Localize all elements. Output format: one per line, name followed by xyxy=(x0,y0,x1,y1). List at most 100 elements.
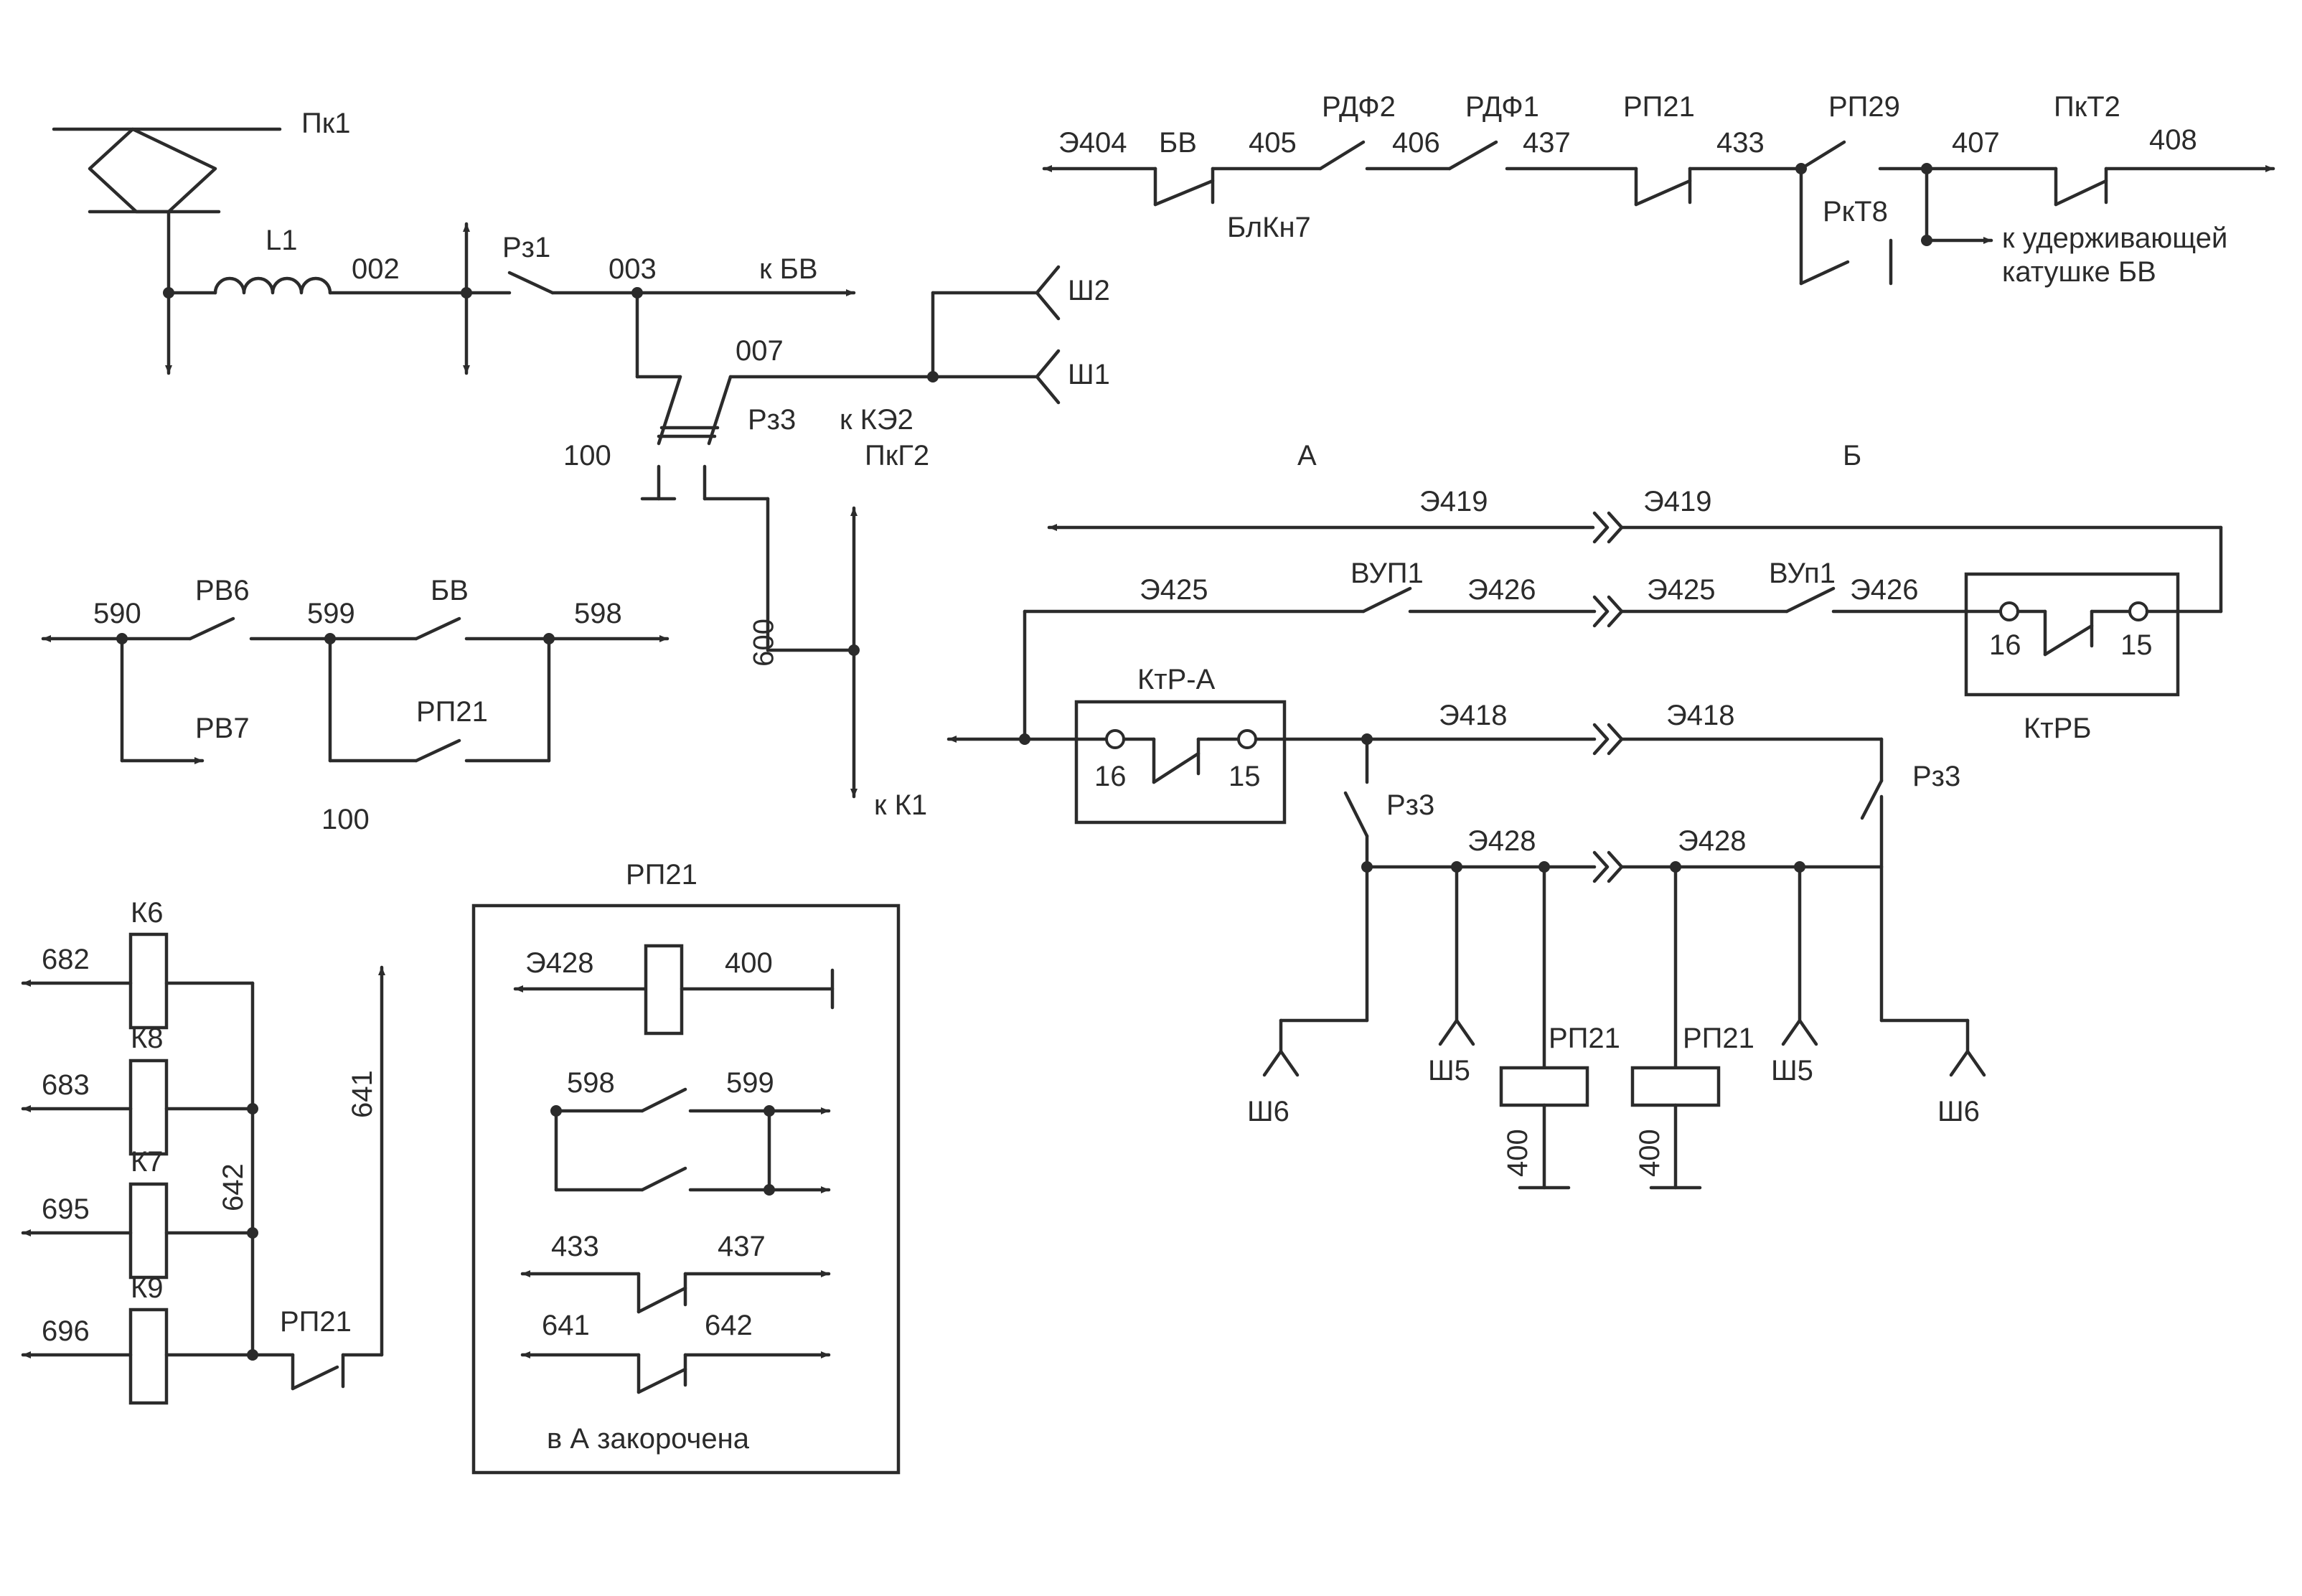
coil-k8 xyxy=(128,1058,169,1156)
label-rkt8: РкТ8 xyxy=(1823,196,1888,227)
label-k7: К7 xyxy=(131,1146,164,1178)
label-rz3-main: Рз3 xyxy=(748,404,796,436)
inductor-l1-icon xyxy=(213,276,332,295)
legend-label-437: 437 xyxy=(718,1231,766,1262)
rp21-coil-a xyxy=(1499,1066,1589,1107)
legend-label-400: 400 xyxy=(725,947,773,979)
label-ktra-15: 15 xyxy=(1228,761,1261,792)
label-641-left: 641 xyxy=(347,1070,378,1118)
label-400-a: 400 xyxy=(1502,1129,1533,1177)
label-k-k1: к К1 xyxy=(874,789,927,821)
label-sh5-a: Ш5 xyxy=(1428,1055,1470,1086)
label-rv6: РВ6 xyxy=(195,575,250,606)
label-100-top: 100 xyxy=(563,440,611,471)
label-599: 599 xyxy=(307,598,355,629)
label-blkn7: БлКн7 xyxy=(1227,212,1311,243)
rz1-contact xyxy=(507,271,555,295)
label-rz1: Рз1 xyxy=(502,232,550,263)
label-rp21-bottom: РП21 xyxy=(280,1306,352,1338)
label-pkt2: ПкТ2 xyxy=(2054,91,2120,123)
label-682: 682 xyxy=(42,944,90,975)
ktrb-block xyxy=(1964,572,2180,697)
label-k8: К8 xyxy=(131,1023,164,1054)
label-598: 598 xyxy=(574,598,622,629)
label-405: 405 xyxy=(1249,127,1297,159)
label-642-left: 642 xyxy=(217,1163,249,1211)
label-l1: L1 xyxy=(266,225,298,256)
label-003: 003 xyxy=(609,253,657,285)
label-rp21-coil-b: РП21 xyxy=(1683,1023,1754,1054)
label-vup1-b: ВУп1 xyxy=(1769,558,1836,589)
label-rp21-coil-a: РП21 xyxy=(1549,1023,1620,1054)
label-bv-mid: БВ xyxy=(431,575,469,606)
label-vup1-a: ВУП1 xyxy=(1350,558,1424,589)
label-433: 433 xyxy=(1716,127,1765,159)
label-ktrb-16: 16 xyxy=(1989,629,2021,661)
coil-k9 xyxy=(128,1308,169,1405)
contactor-coils: К6 682 К8 683 К7 695 К9 696 642 РП21 641 xyxy=(21,897,385,1405)
label-e425-a: Э425 xyxy=(1140,574,1208,606)
label-k6: К6 xyxy=(131,897,164,929)
label-k-bv: к БВ xyxy=(759,253,818,285)
label-e428-b: Э428 xyxy=(1678,825,1747,857)
label-rp21-top: РП21 xyxy=(1623,91,1695,123)
label-pk1: Пк1 xyxy=(301,108,351,139)
rz3-branch: Ш2 Ш1 007 Рз3 к КЭ2 ПкГ2 100 009 к К1 xyxy=(563,265,1110,821)
label-ktra: КтР-А xyxy=(1137,664,1216,695)
legend-label-433: 433 xyxy=(551,1231,599,1262)
label-section-b: Б xyxy=(1843,440,1861,471)
label-rp29: РП29 xyxy=(1828,91,1900,123)
label-e404: Э404 xyxy=(1058,127,1127,159)
label-k-hold-2: катушке БВ xyxy=(2002,256,2156,288)
label-k-hold-1: к удерживающей xyxy=(2002,222,2227,254)
label-k-ke2: к КЭ2 xyxy=(840,404,913,436)
legend-coil xyxy=(644,944,684,1036)
label-437: 437 xyxy=(1523,127,1571,159)
legend-label-599: 599 xyxy=(726,1067,774,1099)
coil-k7 xyxy=(128,1182,169,1280)
label-k9: К9 xyxy=(131,1272,164,1304)
label-rz3-a: Рз3 xyxy=(1386,789,1434,821)
legend-title: РП21 xyxy=(626,859,697,891)
legend-label-641: 641 xyxy=(542,1310,590,1341)
label-e418-a: Э418 xyxy=(1439,700,1508,731)
label-pkg2: ПкГ2 xyxy=(865,440,929,471)
label-rz3-b: Рз3 xyxy=(1912,761,1960,792)
label-002: 002 xyxy=(352,253,400,285)
label-sh6-b: Ш6 xyxy=(1937,1096,1980,1127)
label-e425-b: Э425 xyxy=(1647,574,1716,606)
label-695: 695 xyxy=(42,1193,90,1225)
legend-note: в А закорочена xyxy=(547,1423,750,1455)
label-sh1: Ш1 xyxy=(1068,359,1110,390)
label-e426-b: Э426 xyxy=(1850,574,1919,606)
label-406: 406 xyxy=(1392,127,1440,159)
label-sh2: Ш2 xyxy=(1068,275,1110,306)
label-rdf1: РДФ1 xyxy=(1465,91,1539,123)
legend-label-642: 642 xyxy=(705,1310,753,1341)
relay-circuit-rv6: 590 РВ6 599 БВ 598 РВ7 РП21 100 xyxy=(41,575,670,835)
label-rdf2: РДФ2 xyxy=(1322,91,1396,123)
label-e419-a: Э419 xyxy=(1419,486,1488,517)
label-sh5-b: Ш5 xyxy=(1771,1055,1813,1086)
legend-frame xyxy=(471,903,901,1475)
label-696: 696 xyxy=(42,1315,90,1347)
legend-label-598: 598 xyxy=(567,1067,615,1099)
label-rv7: РВ7 xyxy=(195,713,250,744)
ktra-block xyxy=(1074,700,1287,825)
legend-label-e428: Э428 xyxy=(525,947,594,979)
pantograph-circuit: Пк1 L1 002 Рз1 003 к БВ xyxy=(52,108,856,375)
rp21-coil-b xyxy=(1630,1066,1721,1107)
label-e418-b: Э418 xyxy=(1666,700,1735,731)
label-rp21-mid: РП21 xyxy=(416,696,488,728)
label-408: 408 xyxy=(2149,124,2197,156)
control-chain-top: Э404 БВ 405 РДФ2 406 РДФ1 437 РП21 433 Р… xyxy=(1042,91,2275,288)
label-407: 407 xyxy=(1952,127,2000,159)
label-e426-a: Э426 xyxy=(1467,574,1536,606)
label-e428-a: Э428 xyxy=(1467,825,1536,857)
pantograph-icon xyxy=(88,127,217,214)
label-ktra-16: 16 xyxy=(1094,761,1127,792)
label-sh6-a: Ш6 xyxy=(1247,1096,1289,1127)
label-e419-b: Э419 xyxy=(1643,486,1712,517)
label-ktrb: КтРБ xyxy=(2024,713,2092,744)
